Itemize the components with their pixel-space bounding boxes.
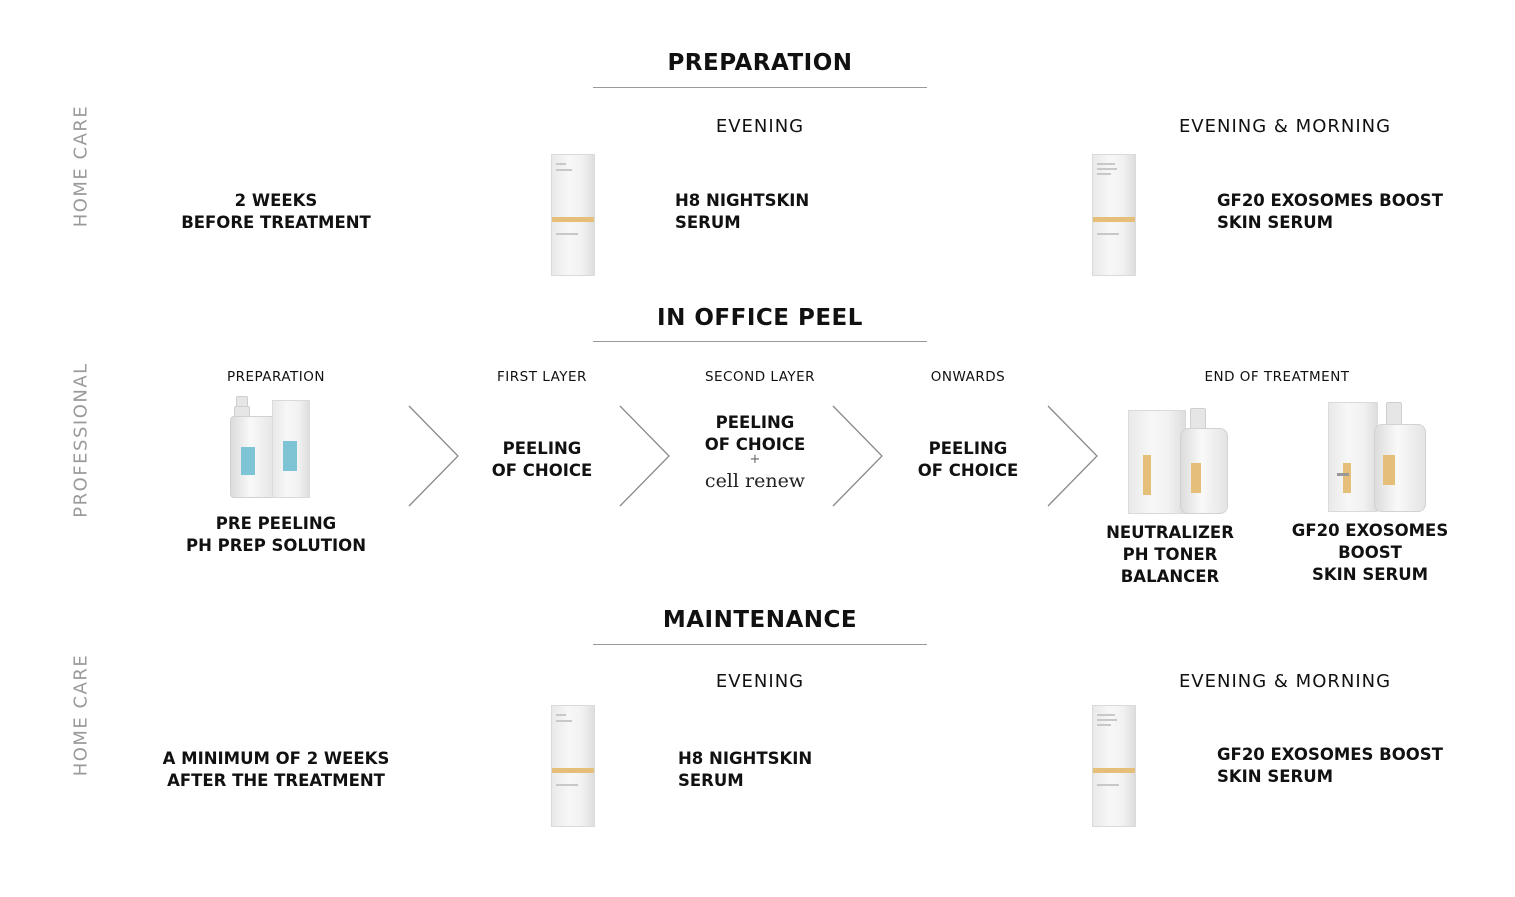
product-line: PEELING (928, 439, 1008, 458)
step-label-second-layer: SECOND LAYER (704, 369, 816, 385)
product-line: SERUM (678, 771, 744, 790)
step-label-preparation: PREPARATION (226, 369, 326, 385)
preparation-divider (593, 87, 927, 88)
product-line: PEELING (502, 439, 582, 458)
preparation-evening-product: H8 NIGHTSKIN SERUM (675, 190, 809, 234)
cell-renew-logo-text: cell renew (704, 470, 806, 492)
h8-nightskin-serum-box-image (551, 154, 595, 276)
product-line: GF20 EXOSOMES BOOST (1217, 191, 1443, 210)
product-line: OF CHOICE (917, 461, 1019, 480)
chevron-right-icon (619, 405, 670, 507)
gf20-exosomes-box-image (1092, 154, 1136, 276)
maintenance-evening-label: EVENING (715, 671, 805, 692)
product-line: PH PREP SOLUTION (185, 536, 367, 555)
product-line: OF CHOICE (491, 461, 593, 480)
preparation-evening-morning-label: EVENING & MORNING (1178, 116, 1392, 137)
h8-nightskin-serum-box-image (551, 705, 595, 827)
product-line: H8 NIGHTSKIN (678, 749, 813, 768)
product-line: SKIN SERUM (1311, 565, 1429, 584)
product-line: PH TONER (1122, 545, 1218, 564)
preparation-timing-line2: BEFORE TREATMENT (181, 213, 371, 232)
maintenance-title: MAINTENANCE (662, 607, 858, 633)
maintenance-timing: A MINIMUM OF 2 WEEKS AFTER THE TREATMENT (140, 748, 412, 792)
chevron-right-icon (832, 405, 883, 507)
product-line: PEELING (715, 413, 795, 432)
first-layer-product: PEELING OF CHOICE (442, 438, 642, 482)
onwards-product: PEELING OF CHOICE (868, 438, 1068, 482)
product-line: GF20 EXOSOMES BOOST (1217, 745, 1443, 764)
neutralizer-product-name: NEUTRALIZER PH TONER BALANCER (1085, 522, 1255, 588)
step-label-onwards: ONWARDS (930, 369, 1006, 385)
maintenance-evening-product: H8 NIGHTSKIN SERUM (678, 748, 812, 792)
pre-peeling-product-name: PRE PEELING PH PREP SOLUTION (160, 513, 392, 557)
chevron-right-icon (408, 405, 459, 507)
maintenance-evening-morning-product: GF20 EXOSOMES BOOST SKIN SERUM (1217, 744, 1443, 788)
product-line: SKIN SERUM (1217, 767, 1334, 786)
product-line: OF CHOICE (704, 435, 806, 454)
in-office-peel-divider (593, 341, 927, 342)
preparation-side-label: HOME CARE (70, 104, 92, 228)
product-line: GF20 EXOSOMES (1291, 521, 1449, 540)
product-line: H8 NIGHTSKIN (675, 191, 810, 210)
pre-peeling-product-image (228, 396, 310, 498)
preparation-evening-label: EVENING (715, 116, 805, 137)
preparation-timing-line1: 2 WEEKS (234, 191, 318, 210)
professional-side-label: PROFESSIONAL (70, 362, 92, 518)
product-line: BOOST (1338, 543, 1402, 562)
neutralizer-product-image (1128, 408, 1228, 514)
preparation-title: PREPARATION (667, 50, 853, 76)
gf20-exosomes-professional-name: GF20 EXOSOMES BOOST SKIN SERUM (1285, 520, 1455, 586)
product-line: PRE PEELING (215, 514, 337, 533)
gf20-exosomes-professional-image (1326, 402, 1444, 512)
maintenance-side-label: HOME CARE (70, 653, 92, 777)
chevron-right-icon (1047, 405, 1098, 507)
maintenance-evening-morning-label: EVENING & MORNING (1178, 671, 1392, 692)
second-layer-product: PEELING OF CHOICE (655, 412, 855, 456)
product-line: BALANCER (1120, 567, 1220, 586)
product-line: SKIN SERUM (1217, 213, 1334, 232)
maintenance-divider (593, 644, 927, 645)
gf20-exosomes-box-image (1092, 705, 1136, 827)
plus-sign: + (749, 452, 761, 467)
product-line: SERUM (675, 213, 741, 232)
step-label-end-of-treatment: END OF TREATMENT (1204, 369, 1350, 385)
step-label-first-layer: FIRST LAYER (497, 369, 587, 385)
preparation-timing: 2 WEEKS BEFORE TREATMENT (160, 190, 392, 234)
product-line: NEUTRALIZER (1106, 523, 1234, 542)
in-office-peel-title: IN OFFICE PEEL (657, 305, 863, 331)
maintenance-timing-line2: AFTER THE TREATMENT (167, 771, 385, 790)
maintenance-timing-line1: A MINIMUM OF 2 WEEKS (162, 749, 390, 768)
preparation-evening-morning-product: GF20 EXOSOMES BOOST SKIN SERUM (1217, 190, 1443, 234)
